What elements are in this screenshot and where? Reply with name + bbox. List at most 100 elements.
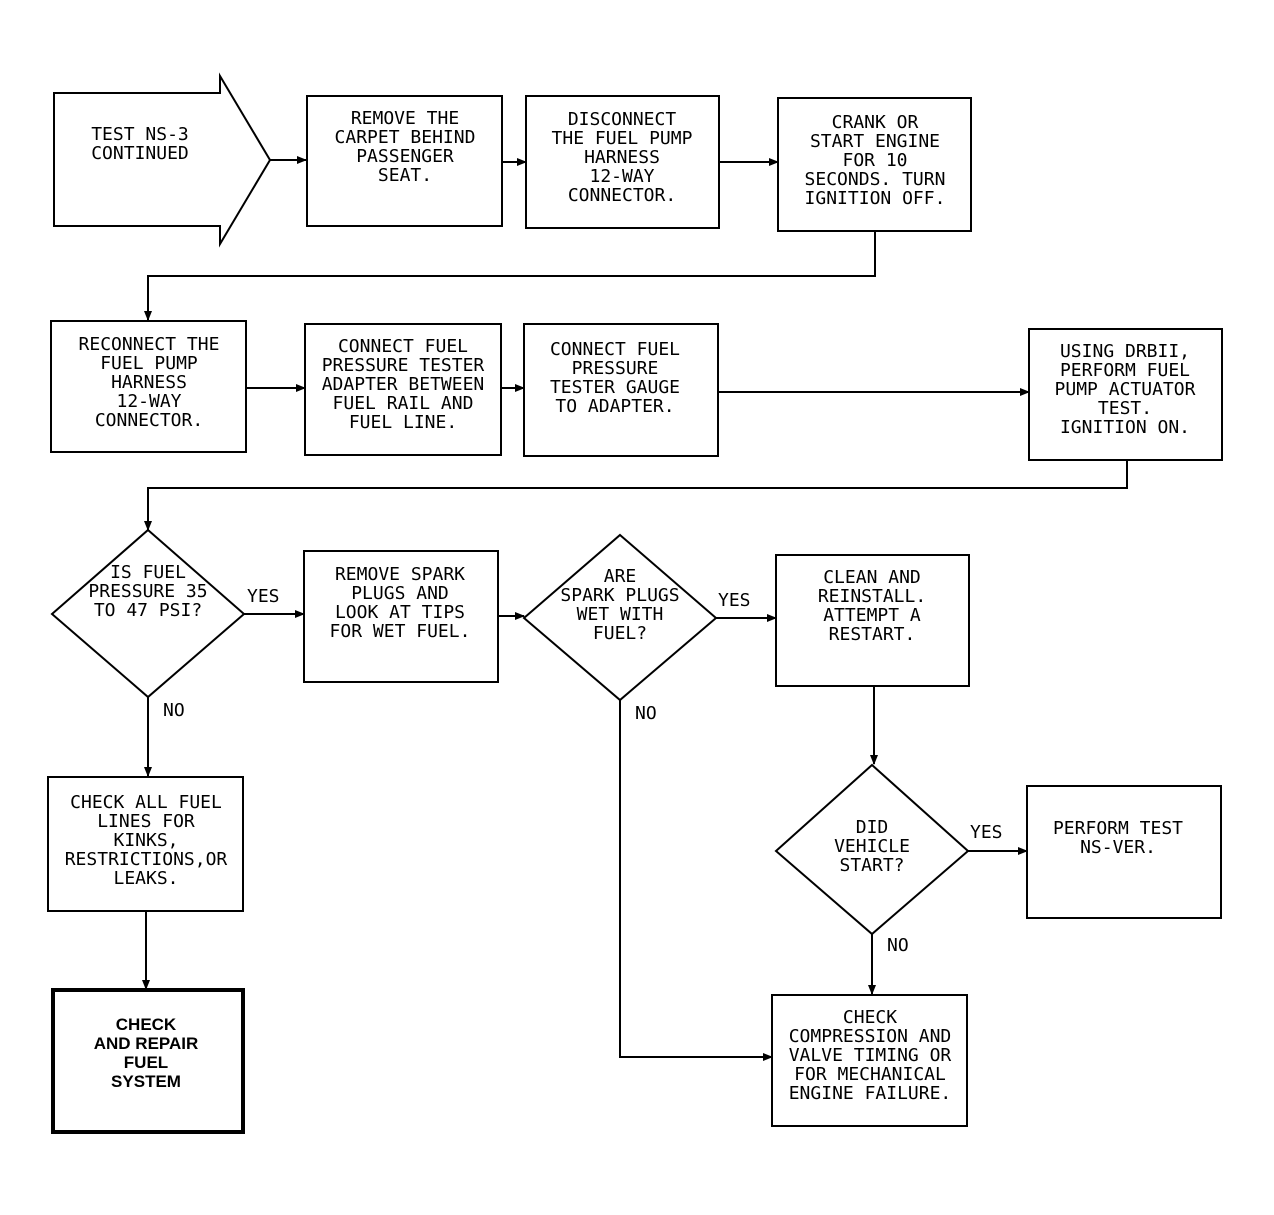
label-line: TESTER GAUGE bbox=[550, 377, 680, 398]
label-line: CONNECT FUEL bbox=[550, 339, 680, 360]
connector-d2-no-to-n13 bbox=[619, 700, 773, 1061]
label-line: REINSTALL. bbox=[818, 586, 926, 607]
label-line: DISCONNECT bbox=[568, 109, 677, 130]
decision-plugs-wet bbox=[522, 533, 718, 702]
label-line: 12-WAY bbox=[116, 391, 181, 412]
decision-vehicle-start bbox=[774, 763, 970, 936]
branch-d1-yes: YES bbox=[247, 586, 280, 607]
node-check-fuel-lines bbox=[47, 776, 244, 912]
label-line: PERFORM TEST bbox=[1053, 818, 1183, 839]
node-disconnect-harness bbox=[525, 95, 720, 229]
label-line: CONNECTOR. bbox=[568, 185, 676, 206]
label-line: HARNESS bbox=[111, 372, 187, 393]
label-line: SYSTEM bbox=[111, 1072, 181, 1091]
label-line: FUEL bbox=[124, 1053, 168, 1072]
label-line: ENGINE FAILURE. bbox=[789, 1083, 952, 1104]
label-line: LINES FOR bbox=[97, 811, 195, 832]
label-line: KINKS, bbox=[113, 830, 178, 851]
label-line: CRANK OR bbox=[832, 112, 919, 133]
branch-d3-no: NO bbox=[887, 935, 909, 956]
branch-d2-yes: YES bbox=[718, 590, 751, 611]
label-line: CONTINUED bbox=[91, 143, 189, 164]
label-line: CHECK bbox=[116, 1015, 177, 1034]
label-line: CHECK bbox=[843, 1007, 897, 1028]
label-line: IS FUEL bbox=[110, 562, 186, 583]
branch-labels: YES NO YES NO YES NO bbox=[163, 586, 1003, 956]
node-remove-spark-plugs bbox=[303, 550, 499, 683]
label-line: CONNECTOR. bbox=[95, 410, 203, 431]
label-line: 12-WAY bbox=[589, 166, 654, 187]
label-line: REMOVE SPARK bbox=[335, 564, 465, 585]
label-line: LEAKS. bbox=[113, 868, 178, 889]
label-line: PRESSURE bbox=[572, 358, 659, 379]
label-line: TEST. bbox=[1098, 398, 1152, 419]
label-line: TO 47 PSI? bbox=[94, 600, 202, 621]
connector-n3-to-n4 bbox=[144, 230, 876, 321]
label-line: PRESSURE TESTER bbox=[322, 355, 485, 376]
label-line: FUEL? bbox=[593, 623, 647, 644]
label-line: VALVE TIMING OR bbox=[789, 1045, 952, 1066]
label-line: PERFORM FUEL bbox=[1060, 360, 1190, 381]
label-line: HARNESS bbox=[584, 147, 660, 168]
label-line: WET WITH bbox=[577, 604, 664, 625]
label-line: PRESSURE 35 bbox=[88, 581, 207, 602]
label-line: USING DRBII, bbox=[1060, 341, 1190, 362]
label-line: FOR MECHANICAL bbox=[794, 1064, 946, 1085]
decision-fuel-pressure bbox=[50, 528, 246, 699]
label-line: RECONNECT THE bbox=[79, 334, 220, 355]
node-reconnect-harness bbox=[50, 320, 247, 453]
label-line: TO ADAPTER. bbox=[555, 396, 674, 417]
label-line: ADAPTER BETWEEN bbox=[322, 374, 485, 395]
label-line: ARE bbox=[604, 566, 637, 587]
label-line: CLEAN AND bbox=[823, 567, 921, 588]
branch-d2-no: NO bbox=[635, 703, 657, 724]
label-line: LOOK AT TIPS bbox=[335, 602, 465, 623]
node-check-compression bbox=[771, 994, 968, 1127]
branch-d1-no: NO bbox=[163, 700, 185, 721]
node-perform-test-ns-ver bbox=[1026, 785, 1222, 919]
branch-d3-yes: YES bbox=[970, 822, 1003, 843]
label-line: FUEL PUMP bbox=[100, 353, 198, 374]
label-line: IGNITION ON. bbox=[1060, 417, 1190, 438]
node-crank-engine bbox=[777, 97, 972, 232]
label-line: PASSENGER bbox=[356, 146, 454, 167]
connector-n7-to-d1 bbox=[144, 460, 1128, 531]
label-line: VEHICLE bbox=[834, 836, 910, 857]
label-line: CONNECT FUEL bbox=[338, 336, 468, 357]
label-line: SPARK PLUGS bbox=[560, 585, 679, 606]
node-remove-carpet bbox=[306, 95, 503, 227]
label-line: AND REPAIR bbox=[94, 1034, 199, 1053]
node-actuator-test bbox=[1028, 328, 1223, 461]
label-line: THE FUEL PUMP bbox=[552, 128, 693, 149]
label-line: CARPET BEHIND bbox=[335, 127, 476, 148]
label-line: RESTRICTIONS,OR bbox=[65, 849, 228, 870]
label-line: FOR WET FUEL. bbox=[330, 621, 471, 642]
label-line: START ENGINE bbox=[810, 131, 940, 152]
connectors bbox=[142, 156, 1128, 1061]
label-line: IGNITION OFF. bbox=[805, 188, 946, 209]
node-check-repair-fuel-system bbox=[51, 988, 245, 1134]
label-line: FUEL LINE. bbox=[349, 412, 457, 433]
label-line: SEAT. bbox=[378, 165, 432, 186]
label-line: REMOVE THE bbox=[351, 108, 459, 129]
label-line: FUEL RAIL AND bbox=[333, 393, 474, 414]
label-line: DID bbox=[856, 817, 889, 838]
label-line: COMPRESSION AND bbox=[789, 1026, 952, 1047]
label-line: ATTEMPT A bbox=[823, 605, 921, 626]
label-line: RESTART. bbox=[829, 624, 916, 645]
label-line: TEST NS-3 bbox=[91, 124, 189, 145]
label-line: START? bbox=[839, 855, 904, 876]
